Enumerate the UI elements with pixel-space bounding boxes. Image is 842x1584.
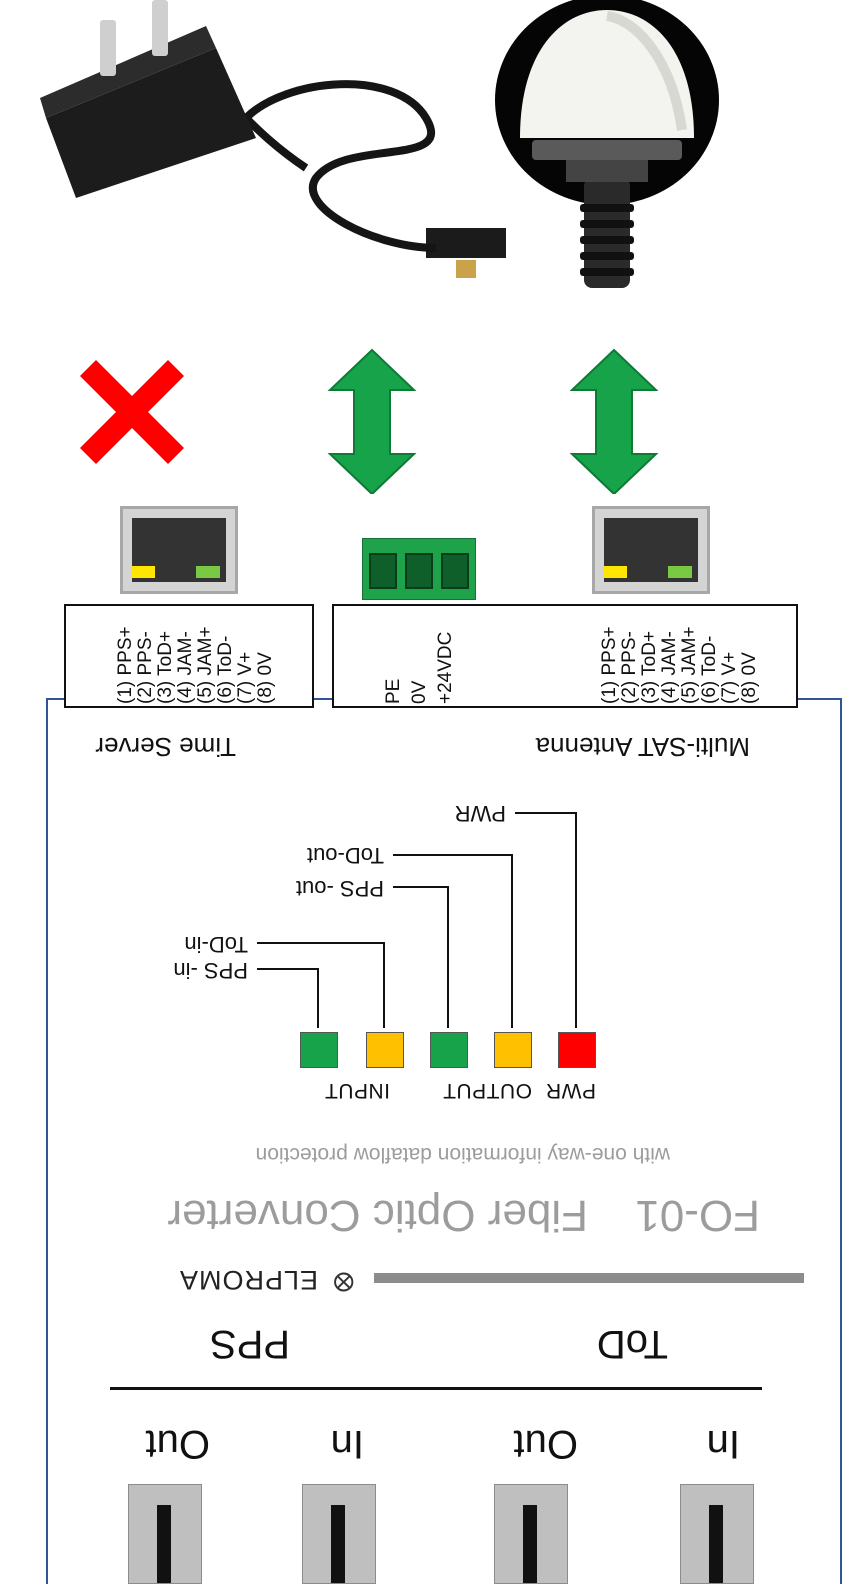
power-pins: +24VDC 0V PE — [374, 608, 456, 704]
antenna-pin-3: (3) ToD+ — [639, 630, 660, 704]
led-pps-out — [430, 1032, 468, 1068]
led-tod-in — [366, 1032, 404, 1068]
brand-name: ELPROMA — [178, 1265, 318, 1295]
time-server-pins: (8) 0V (7) V+ (6) ToD- (5) JAM+ (4) JAM-… — [104, 608, 276, 704]
leader-pps-out — [447, 888, 449, 1028]
led-tod-out — [494, 1032, 532, 1068]
led-group-input: INPUT — [324, 1079, 391, 1102]
port-label: In — [706, 1422, 740, 1466]
gnss-antenna-icon — [495, 0, 719, 288]
port-label: In — [330, 1422, 364, 1466]
port-divider — [110, 1387, 762, 1390]
signal-tod-in: ToD-in — [184, 932, 248, 957]
ts-pin-6: (6) ToD- — [215, 635, 236, 704]
brand-bar — [374, 1273, 804, 1283]
signal-pps-in: PPS -in — [173, 958, 248, 983]
ts-pin-5: (5) JAM+ — [195, 626, 216, 704]
antenna-pins: (8) 0V (7) V+ (6) ToD- (5) JAM+ (4) JAM-… — [588, 608, 760, 704]
link-indicators — [80, 348, 659, 494]
leader-pwr — [575, 814, 577, 1028]
power-terminal-block — [362, 538, 476, 600]
product-tagline: with one-way information dataflow protec… — [255, 1143, 670, 1166]
ts-pin-4: (4) JAM- — [175, 631, 196, 704]
antenna-pin-7: (7) V+ — [719, 651, 740, 704]
ts-pin-2: (2) PPS- — [135, 631, 156, 704]
power-pin-24vdc: +24VDC — [435, 631, 456, 704]
group-label-tod: ToD — [596, 1322, 668, 1366]
antenna-rj45-socket — [592, 506, 710, 594]
ts-pin-8: (8) 0V — [255, 652, 276, 704]
led-pps-in — [300, 1032, 338, 1068]
double-arrow-icon — [327, 348, 417, 494]
ts-pin-1: (1) PPS+ — [115, 626, 136, 704]
power-pin-0v: 0V — [409, 680, 430, 704]
antenna-pin-8: (8) 0V — [739, 652, 760, 704]
leader-tod-out — [511, 856, 513, 1028]
power-adapter-icon — [40, 0, 506, 278]
fiber-port-pps-in — [302, 1484, 376, 1584]
fiber-port-pps-out — [128, 1484, 202, 1584]
led-group-pwr: PWR — [545, 1079, 597, 1102]
signal-tod-out: ToD-out — [306, 843, 384, 868]
time-server-title: Time Server — [95, 732, 236, 762]
leader-tod-in — [383, 944, 385, 1028]
antenna-pin-2: (2) PPS- — [619, 631, 640, 704]
signal-pps-out: PPS -out — [295, 876, 384, 901]
red-cross-icon — [80, 360, 184, 464]
led-group-output: OUTPUT — [442, 1079, 532, 1102]
time-server-rj45-socket — [120, 506, 238, 594]
ts-pin-3: (3) ToD+ — [155, 630, 176, 704]
signal-pwr: PWR — [454, 801, 506, 826]
elproma-logo-icon: ⭙ — [333, 1267, 354, 1297]
device-panel: In Out In Out ToD PPS ⭙ ELPROMA FO-01 Fi… — [46, 698, 842, 1584]
product-name: Fiber Optic Converter — [167, 1191, 588, 1240]
leader-pps-in — [317, 970, 319, 1028]
group-label-pps: PPS — [209, 1322, 290, 1366]
port-label: Out — [145, 1422, 210, 1466]
antenna-pin-6: (6) ToD- — [699, 635, 720, 704]
antenna-pin-4: (4) JAM- — [659, 631, 680, 704]
antenna-title: Multi-SAT Antenna — [535, 732, 750, 762]
led-pwr — [558, 1032, 596, 1068]
fiber-port-tod-out — [494, 1484, 568, 1584]
double-arrow-icon — [569, 348, 659, 494]
antenna-pin-5: (5) JAM+ — [679, 626, 700, 704]
port-label: Out — [513, 1422, 578, 1466]
ts-pin-7: (7) V+ — [235, 651, 256, 704]
model-name: FO-01 — [635, 1191, 760, 1240]
antenna-pin-1: (1) PPS+ — [599, 626, 620, 704]
fiber-port-tod-in — [680, 1484, 754, 1584]
power-pin-pe: PE — [383, 678, 404, 704]
